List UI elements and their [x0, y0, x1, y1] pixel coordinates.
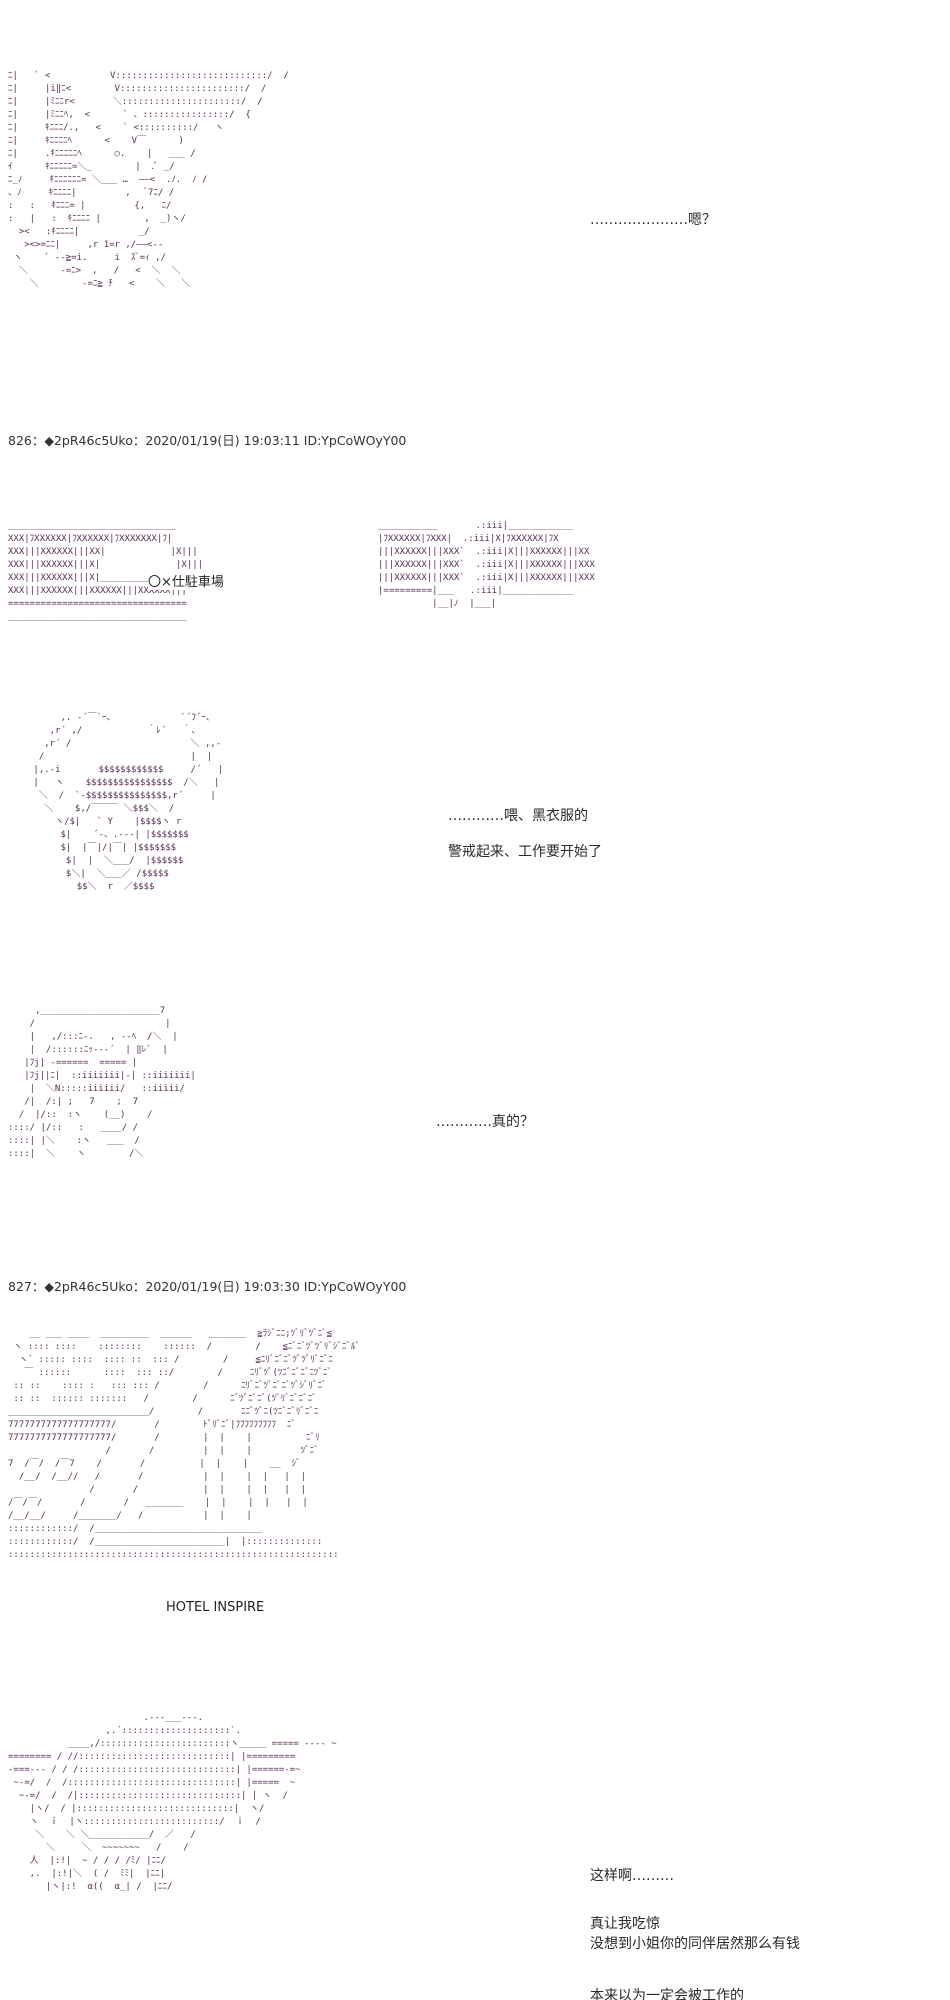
- ascii-art-building-right: ___________ .:iii|____________ |ﾌXXXXXX|…: [378, 521, 595, 609]
- ascii-art-face: ,. -´￣`ｰ、 `´ﾌ´ｰ、 ,r´ ,/ ｀ﾚ´ ｀、 ,r´ / ＼ ,…: [33, 713, 224, 892]
- dialogue-line: 这样啊………: [590, 1868, 674, 1884]
- dialogue-line: 本来以为一定会被工作的: [590, 1988, 744, 2000]
- dialogue-line: …………………嗯？: [590, 212, 716, 228]
- post-header: 827：◆2pR46c5Uko：2020/01/19(日) 19:03:30 I…: [8, 1279, 407, 1294]
- dialogue-line: …………真的？: [436, 1114, 534, 1130]
- ascii-art-figure-1: ﾆ| ` < V::::::::::::::::::::::::::::/ / …: [8, 71, 289, 289]
- dialogue-line: 真让我吃惊: [590, 1916, 660, 1932]
- dialogue-line: 没想到小姐你的同伴居然那么有钱: [590, 1936, 800, 1952]
- dialogue-line: …………喂、黑衣服的: [448, 808, 588, 824]
- ascii-art-large-figure: .---___---. ,.´::::::::::::::::::::`. __…: [8, 1713, 337, 1892]
- post-header: 826：◆2pR46c5Uko：2020/01/19(日) 19:03:11 I…: [8, 433, 407, 448]
- parking-sign: 〇×仕駐車場: [148, 571, 224, 590]
- ascii-art-building-left: _______________________________ XXX|ﾌXXX…: [8, 521, 204, 622]
- hotel-sign: HOTEL INSPIRE: [164, 1600, 267, 1615]
- ascii-art-hotel: __ ___ ____ _________ ______ _______ ≧ﾗｼ…: [8, 1329, 360, 1560]
- ascii-art-masked-figure: ,______________________7 / | | ,/:::ﾆ-. …: [8, 1006, 196, 1159]
- dialogue-line: 警戒起来、工作要开始了: [448, 844, 602, 860]
